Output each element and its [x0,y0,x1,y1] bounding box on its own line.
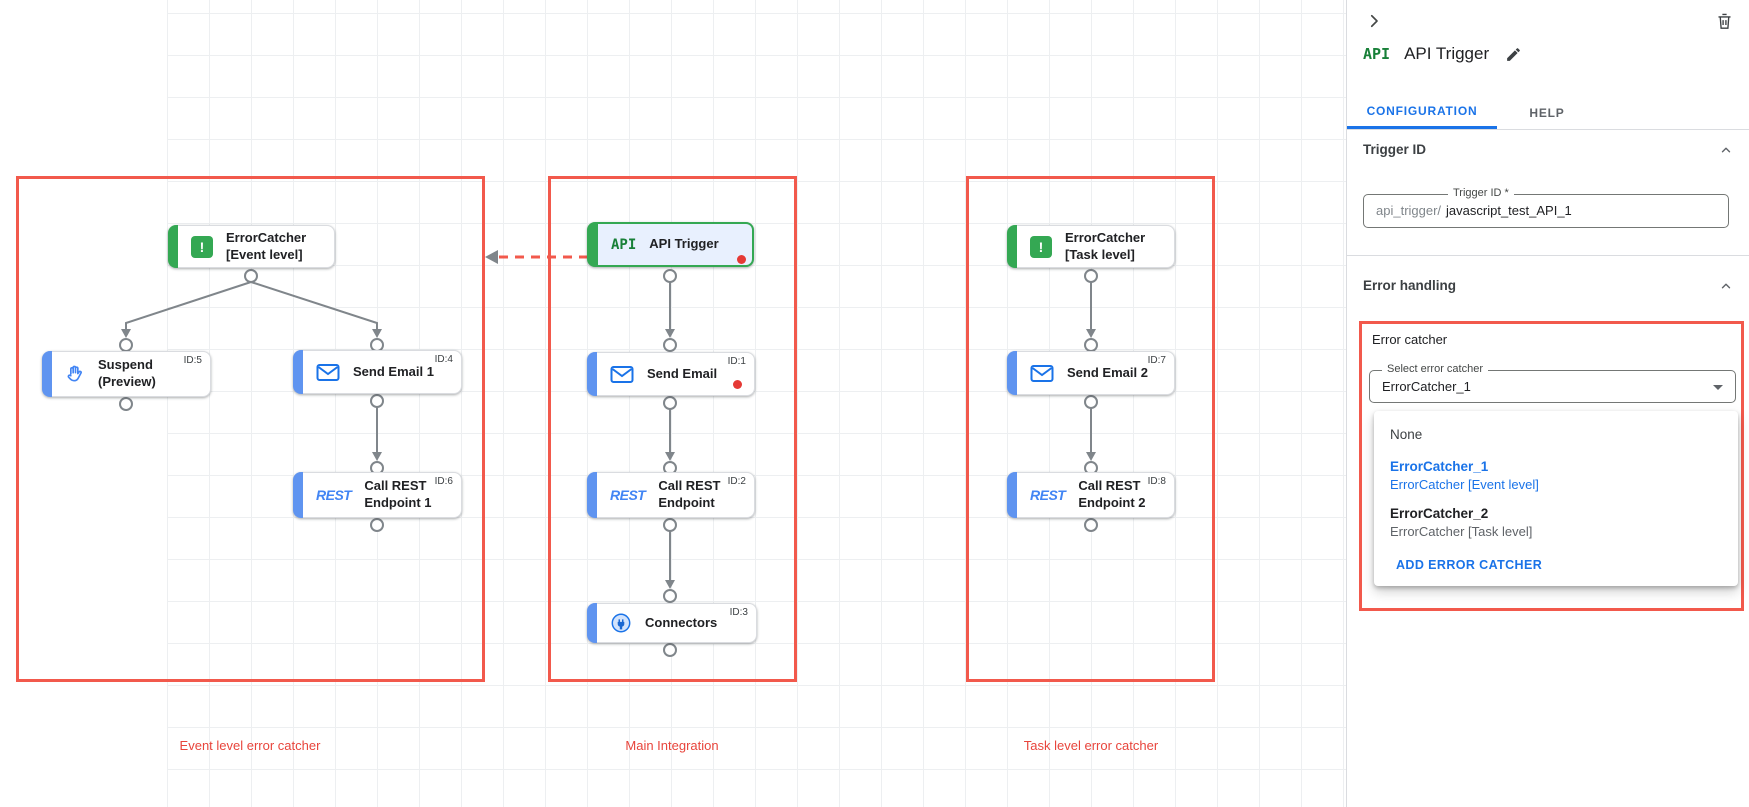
menu-item-desc: ErrorCatcher [Event level] [1390,477,1539,492]
node-api-trigger[interactable]: API API Trigger [587,222,754,267]
menu-item-errorcatcher-2[interactable]: ErrorCatcher_2 ErrorCatcher [Task level] [1374,499,1738,546]
select-error-catcher-value: ErrorCatcher_1 [1382,379,1471,394]
node-label: API Trigger [649,236,719,252]
error-catcher-group-label: Error catcher [1372,332,1448,347]
caption-main-integration: Main Integration [625,738,719,753]
rest-icon: REST [1030,487,1066,503]
node-label: Connectors [645,614,718,630]
email-icon [610,365,634,384]
edit-title-icon[interactable] [1505,46,1522,63]
section-heading: Trigger ID [1363,142,1427,157]
node-send-email-1[interactable]: Send Email 1 ID:4 [293,350,462,394]
email-icon [316,363,340,382]
section-divider [1347,255,1749,256]
error-catcher-icon: ! [191,235,213,258]
trigger-id-prefix: api_trigger/ [1376,203,1442,218]
connector-wires [119,250,1098,657]
task-level-group-rect [966,176,1215,682]
node-accent-bar [587,472,597,518]
caption-event-level: Event level error catcher [179,738,321,753]
api-trigger-status-dot [737,255,746,264]
node-call-rest-endpoint-1[interactable]: REST Call REST Endpoint 1 ID:6 [293,472,462,518]
collapse-section-icon[interactable] [1719,143,1733,157]
node-errorcatcher-task-level[interactable]: ! ErrorCatcher [Task level] [1007,225,1175,268]
panel-title: API Trigger [1404,44,1490,63]
node-send-email-2[interactable]: Send Email 2 ID:7 [1007,351,1175,395]
section-trigger-id[interactable]: Trigger ID [1363,142,1733,157]
connector-icon [610,612,632,634]
node-label: Suspend (Preview) [98,357,156,389]
section-error-handling[interactable]: Error handling [1363,278,1733,293]
collapse-section-icon[interactable] [1719,279,1733,293]
delete-trigger-icon[interactable] [1716,12,1733,36]
node-accent-bar [588,223,598,266]
error-catcher-icon: ! [1030,235,1052,258]
node-accent-bar [168,225,178,268]
caption-task-level: Task level error catcher [1023,738,1159,753]
node-accent-bar [293,472,303,518]
tab-configuration[interactable]: CONFIGURATION [1347,96,1497,129]
node-accent-bar [42,351,52,397]
node-label: ErrorCatcher [Task level] [1065,229,1146,262]
hand-icon [65,364,85,384]
main-integration-group-rect [548,176,797,682]
node-label: Call REST Endpoint [658,478,721,510]
node-id: ID:3 [729,607,748,618]
node-id: ID:1 [727,356,746,367]
node-label: Call REST Endpoint 1 [364,478,432,510]
menu-item-name: ErrorCatcher_2 [1390,506,1489,521]
node-id: ID:5 [183,355,202,366]
section-heading: Error handling [1363,278,1457,293]
node-accent-bar [293,350,303,394]
canvas-grid [167,0,1346,807]
node-accent-bar [587,603,597,643]
node-id: ID:6 [434,476,453,487]
api-icon: API [611,236,637,253]
node-connectors[interactable]: Connectors ID:3 [587,603,757,643]
tab-help[interactable]: HELP [1529,105,1565,120]
trigger-id-field-label: Trigger ID * [1448,187,1514,199]
node-label: Send Email 1 [353,363,434,379]
panel-title-row: API API Trigger [1363,44,1522,64]
menu-item-desc: ErrorCatcher [Task level] [1390,524,1533,539]
node-accent-bar [1007,225,1017,268]
node-id: ID:4 [434,354,453,365]
node-label: Call REST Endpoint 2 [1078,478,1146,510]
node-call-rest-endpoint[interactable]: REST Call REST Endpoint ID:2 [587,472,755,518]
menu-item-none[interactable]: None [1390,427,1423,442]
node-send-email[interactable]: Send Email ID:1 [587,352,755,396]
event-level-group-rect [16,176,485,682]
node-accent-bar [1007,351,1017,395]
config-panel: API API Trigger CONFIGURATION HELP Trigg… [1346,0,1749,807]
node-accent-bar [1007,472,1017,518]
node-id: ID:2 [727,476,746,487]
node-label: ErrorCatcher [Event level] [226,229,307,262]
node-suspend-preview[interactable]: Suspend (Preview) ID:5 [42,351,211,397]
dropdown-arrow-icon[interactable] [1713,385,1723,390]
node-errorcatcher-event-level[interactable]: ! ErrorCatcher [Event level] [168,225,335,268]
node-id: ID:8 [1147,476,1166,487]
node-call-rest-endpoint-2[interactable]: REST Call REST Endpoint 2 ID:8 [1007,472,1175,518]
add-error-catcher-button[interactable]: ADD ERROR CATCHER [1396,558,1543,572]
select-error-catcher-label: Select error catcher [1382,363,1488,375]
node-id: ID:7 [1147,355,1166,366]
collapse-panel-icon[interactable] [1365,12,1383,35]
error-catcher-highlight-box: Error catcher Select error catcher Error… [1359,321,1744,611]
email-icon [1030,364,1054,383]
menu-item-errorcatcher-1[interactable]: ErrorCatcher_1 ErrorCatcher [Event level… [1374,452,1738,499]
menu-item-name: ErrorCatcher_1 [1390,459,1489,474]
rest-icon: REST [610,487,646,503]
panel-tabs: CONFIGURATION HELP [1347,96,1749,130]
send-email-status-dot [733,380,742,389]
node-accent-bar [587,352,597,396]
error-catcher-dropdown-menu: None ErrorCatcher_1 ErrorCatcher [Event … [1374,411,1738,586]
trigger-id-field[interactable]: Trigger ID * api_trigger/javascript_test… [1363,187,1729,228]
node-label: Send Email [647,365,718,381]
node-label: Send Email 2 [1067,364,1148,380]
rest-icon: REST [316,487,352,503]
api-icon: API [1363,45,1391,63]
select-error-catcher[interactable]: Select error catcher ErrorCatcher_1 [1369,363,1736,403]
trigger-id-value[interactable]: javascript_test_API_1 [1446,203,1572,218]
